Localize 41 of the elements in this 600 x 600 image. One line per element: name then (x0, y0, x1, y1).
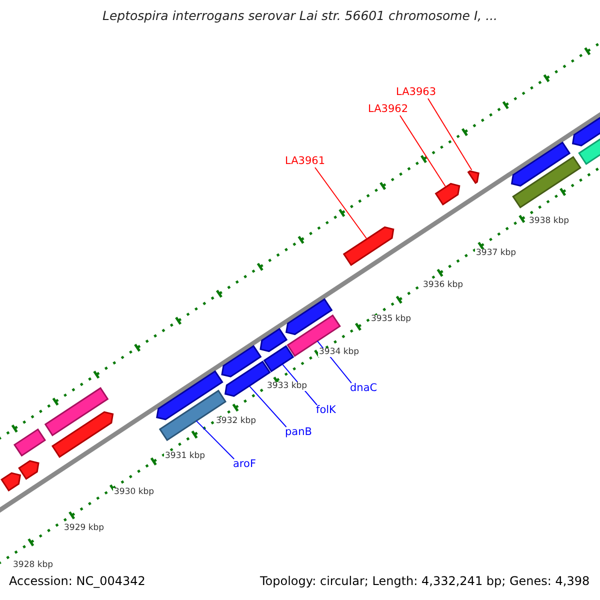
info-text: Topology: circular; Length: 4,332,241 bp; Genes: 4,398 (260, 575, 590, 588)
gene-label: dnaC (350, 383, 378, 395)
gene-label: panB (285, 427, 312, 439)
scale-label: 3928 kbp (12, 561, 54, 570)
scale-label: 3935 kbp (370, 315, 412, 324)
info-text: Accession: NC_004342 (9, 575, 146, 588)
leader-line (428, 98, 472, 170)
gene-block (263, 345, 294, 372)
gene-block (18, 460, 40, 480)
leader-line (400, 115, 446, 188)
title: Leptospira interrogans serovar Lai str. 56601 chromosome I, ... (101, 9, 499, 23)
scale-label: 3934 kbp (318, 348, 360, 358)
gene-label: LA3962 (368, 104, 408, 116)
leader-line (196, 420, 235, 460)
scale-label: 3936 kbp (422, 281, 464, 290)
gene-block (260, 328, 288, 352)
gene-block (467, 170, 480, 184)
gene-block (13, 428, 46, 457)
gene-block (286, 314, 341, 357)
gene-block (0, 472, 22, 492)
gene-block (510, 141, 571, 187)
leader-line (314, 167, 368, 240)
gene-block (44, 387, 109, 436)
scale-label: 3930 kbp (113, 488, 156, 498)
gene-block (434, 182, 460, 206)
scale-label: 3932 kbp (215, 417, 258, 426)
gene-block (285, 298, 333, 336)
leader-line (248, 385, 287, 428)
scale-label: 3931 kbp (164, 452, 206, 462)
scale-label: 3929 kbp (63, 524, 106, 534)
gene-block (512, 156, 582, 208)
gene-label: folK (316, 405, 336, 417)
gene-block (221, 344, 262, 378)
gene-block (342, 226, 394, 266)
gene-label: aroF (233, 459, 256, 471)
scale-label: 3937 kbp (475, 249, 518, 258)
gene-label: LA3961 (285, 156, 325, 168)
scale-label: 3938 kbp (528, 217, 570, 226)
gene-block (51, 411, 114, 458)
scale-label: 3933 kbp (266, 382, 308, 392)
gene-label: LA3963 (396, 87, 436, 99)
